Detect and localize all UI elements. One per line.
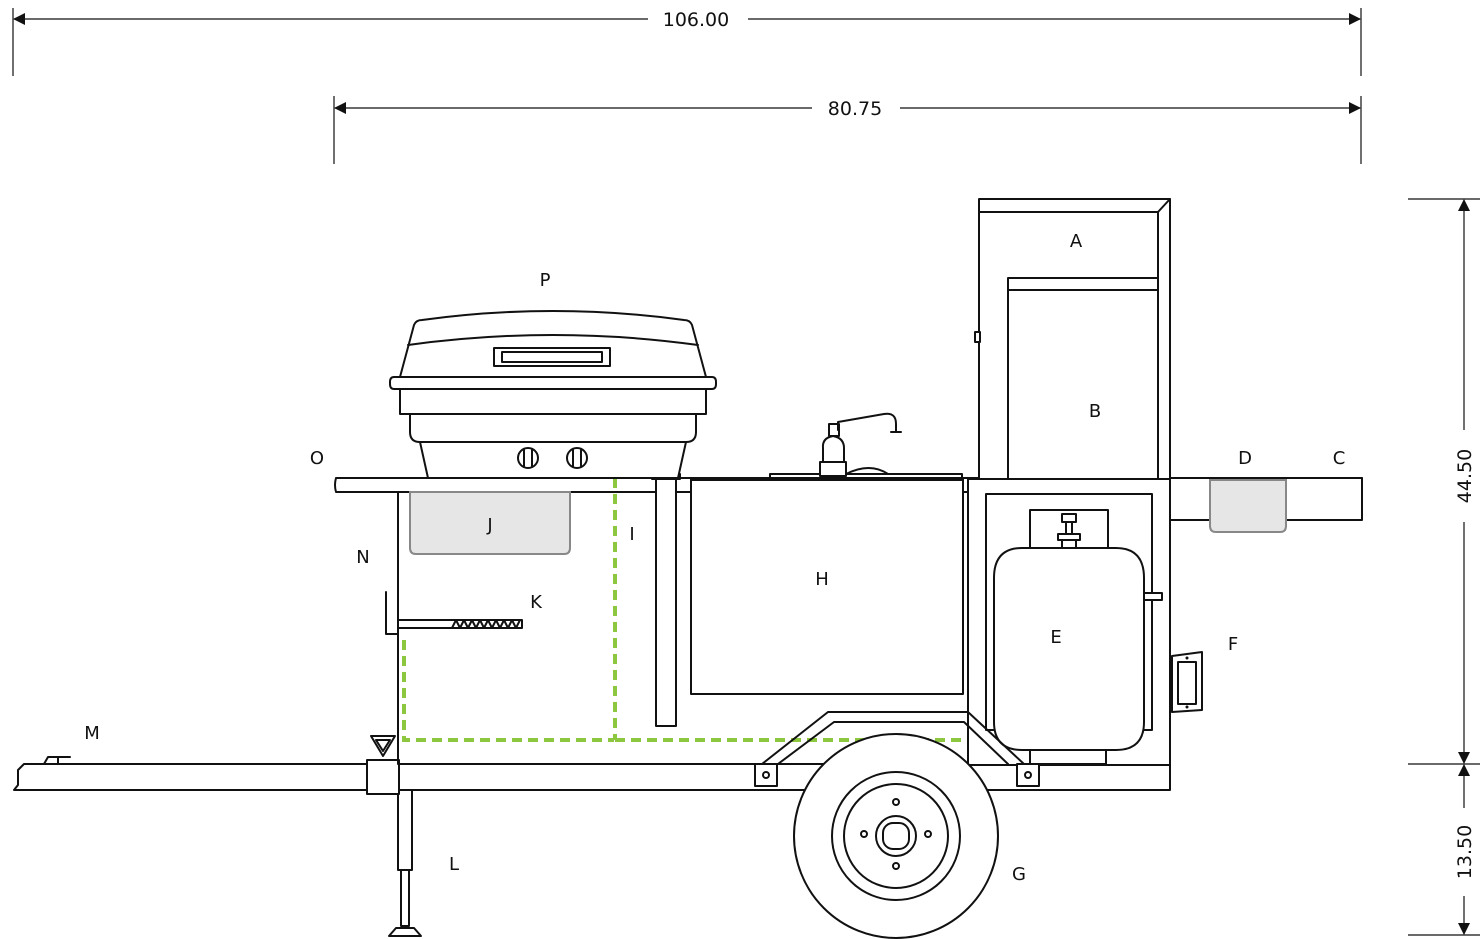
dimension-overall-length: 106.00 — [12, 8, 1362, 76]
dimension-frame-height: 13.50 — [1408, 764, 1480, 936]
dimension-overall-length-value: 106.00 — [663, 9, 729, 31]
label-e: E — [1050, 627, 1061, 648]
hitch-coupler — [43, 756, 71, 765]
tongue — [13, 763, 369, 791]
cabinet-h — [690, 477, 964, 695]
label-k: K — [530, 592, 543, 613]
tongue-jack — [366, 735, 422, 937]
label-d: D — [1238, 448, 1252, 469]
label-f: F — [1228, 634, 1238, 655]
support-post — [651, 473, 681, 727]
label-h: H — [815, 569, 829, 590]
grill-knob-right — [566, 447, 588, 469]
wheel-fender — [754, 711, 1040, 787]
label-n: N — [356, 547, 369, 568]
dimension-body-height-value: 44.50 — [1454, 449, 1476, 503]
label-p: P — [540, 270, 551, 291]
label-j: J — [486, 515, 492, 536]
sink-j — [409, 491, 571, 555]
label-i: I — [629, 524, 634, 545]
label-a: A — [1070, 231, 1083, 252]
label-b: B — [1089, 401, 1101, 422]
latch-handle-n — [385, 591, 399, 635]
slide-tray-k — [397, 619, 523, 629]
dimension-frame-height-value: 13.50 — [1454, 825, 1476, 879]
label-o: O — [310, 448, 324, 469]
label-c: C — [1333, 448, 1346, 469]
label-g: G — [1012, 864, 1026, 885]
main-frame — [397, 763, 1171, 791]
label-l: L — [449, 854, 459, 875]
cabinet-door-b — [1007, 277, 1159, 480]
faucet — [769, 412, 963, 479]
dimension-body-length-value: 80.75 — [828, 98, 882, 120]
label-m: M — [84, 723, 100, 744]
wheel-g — [793, 733, 999, 939]
grill-knob-left — [517, 447, 539, 469]
dimension-body-length: 80.75 — [333, 96, 1362, 164]
dimension-body-height: 44.50 — [1408, 198, 1480, 765]
propane-tank-e — [993, 509, 1145, 765]
grill-p — [389, 310, 717, 479]
tail-light-f — [1171, 651, 1203, 713]
sink-d — [1209, 479, 1287, 533]
